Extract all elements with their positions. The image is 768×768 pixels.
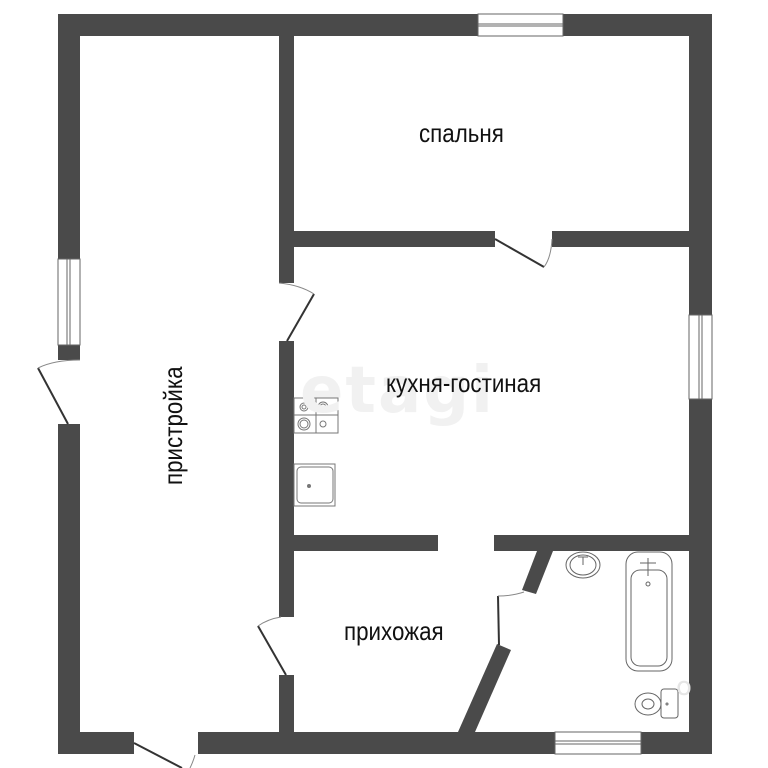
door-extension-hallway <box>257 616 287 676</box>
kitchen-sink-icon <box>293 463 336 507</box>
room-label-extension: пристройка <box>158 366 188 485</box>
room-label-bedroom: спальня <box>419 118 504 148</box>
door-extension-exterior-bottom <box>133 742 196 768</box>
windows <box>57 13 713 755</box>
exterior-walls <box>58 14 712 754</box>
door-extension-kitchen <box>278 282 315 342</box>
window-right <box>688 314 713 400</box>
watermark-corner: o <box>676 672 692 702</box>
bathroom-sink-icon <box>565 551 601 579</box>
watermark-text: etagi <box>300 354 495 428</box>
interior-walls <box>279 36 689 732</box>
bathtub-icon <box>625 551 673 672</box>
window-left <box>57 258 81 346</box>
door-bedroom-kitchen <box>494 238 553 268</box>
room-label-kitchen-living: кухня-гостиная <box>386 368 542 398</box>
doors <box>37 238 553 768</box>
door-hallway-bathroom <box>497 591 525 646</box>
room-label-hallway: прихожая <box>344 616 444 646</box>
toilet-icon <box>634 688 679 719</box>
window-bottom <box>554 731 642 755</box>
window-top <box>477 13 564 37</box>
stove-icon <box>293 397 339 434</box>
door-extension-exterior-left <box>37 359 81 425</box>
